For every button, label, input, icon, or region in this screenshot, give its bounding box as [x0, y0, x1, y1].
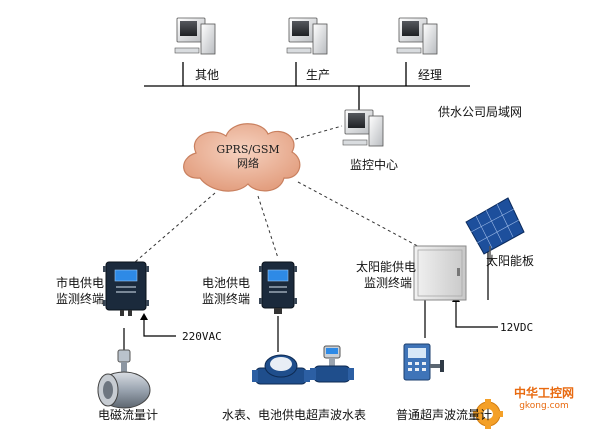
network-label-line1: GPRS/GSM — [216, 143, 280, 156]
computer-icon — [396, 17, 438, 55]
battery-terminal-line2: 监测终端 — [202, 292, 251, 306]
lan-node-manager-label: 经理 — [418, 68, 443, 82]
power-lines — [123, 248, 498, 352]
control-center-label: 监控中心 — [350, 158, 399, 172]
solar-panel-label: 太阳能板 — [486, 254, 535, 268]
solar-panel-icon — [465, 197, 525, 262]
arrow-icon — [140, 295, 460, 320]
cloud-icon — [183, 123, 301, 192]
mains-terminal-line2: 监测终端 — [56, 292, 105, 306]
lan-bus — [144, 62, 470, 110]
solar-terminal-line2: 监测终端 — [364, 276, 413, 290]
battery-terminal-line1: 电池供电 — [202, 276, 251, 290]
ultrasonic-meter-label: 普通超声波流量计 — [396, 408, 493, 422]
mains-power-label: 220VAC — [182, 330, 222, 343]
lan-label: 供水公司局域网 — [438, 105, 523, 119]
lan-node-production-label: 生产 — [306, 68, 331, 82]
gkong-logo-icon — [473, 399, 503, 429]
network-label: GPRS/GSM 网络 — [200, 143, 296, 171]
electromagnetic-meter-label: 电磁流量计 — [98, 408, 159, 422]
solar-power-label: 12VDC — [500, 321, 534, 334]
computer-icon — [286, 17, 328, 55]
watermark: 中华工控网 gkong.com — [496, 384, 592, 411]
mains-terminal-line1: 市电供电 — [56, 276, 105, 290]
electromagnetic-flowmeter-icon — [97, 349, 151, 409]
ultrasonic-water-meter-icon — [310, 345, 354, 383]
lan-node-other-label: 其他 — [195, 68, 220, 82]
water-meter-icon — [252, 354, 310, 385]
solar-terminal-line1: 太阳能供电 — [356, 260, 417, 274]
water-meter-label: 水表、电池供电超声波水表 — [222, 408, 367, 422]
computer-icon — [342, 109, 384, 147]
watermark-url: gkong.com — [519, 401, 569, 411]
watermark-name: 中华工控网 — [513, 386, 574, 400]
terminal-box-icon — [103, 261, 149, 316]
terminal-box-icon — [259, 261, 297, 314]
computer-icon — [174, 17, 216, 55]
wireless-links — [134, 125, 426, 263]
network-label-line2: 网络 — [237, 157, 259, 170]
ultrasonic-flowmeter-icon — [403, 343, 444, 381]
solar-cabinet-icon — [413, 245, 467, 301]
